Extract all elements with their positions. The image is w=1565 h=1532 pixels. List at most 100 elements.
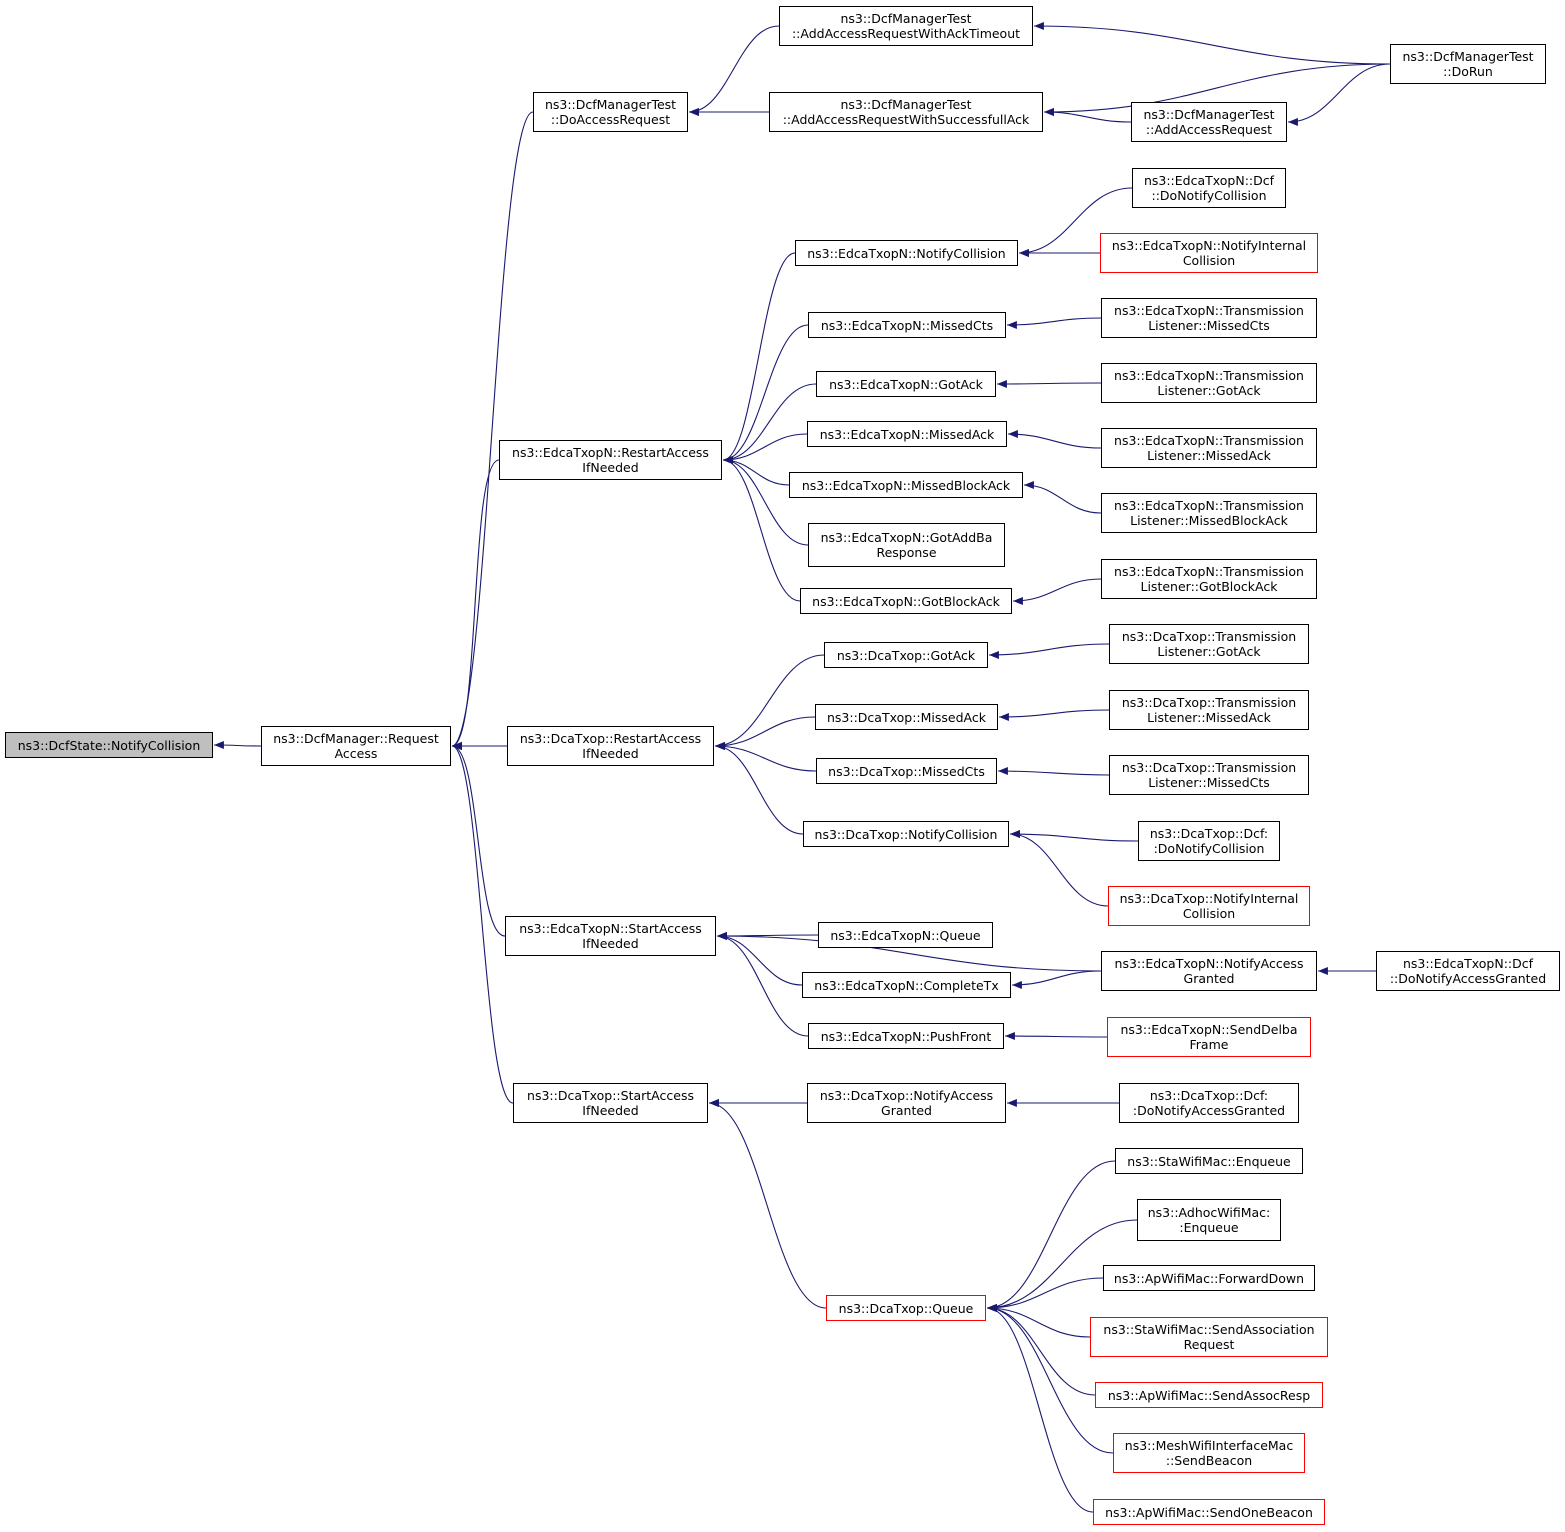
node-addack-timeout[interactable]: ns3::DcfManagerTest::AddAccessRequestWit…	[779, 6, 1033, 46]
node-label-line: ns3::EdcaTxopN::CompleteTx	[814, 977, 999, 993]
node-edca-notifycoll[interactable]: ns3::EdcaTxopN::NotifyCollision	[795, 240, 1018, 266]
node-label-line: ns3::EdcaTxopN::NotifyInternal	[1111, 238, 1307, 253]
edge-edca-tl-missedack-to-edca-missedack	[1007, 430, 1102, 449]
node-label-line: Access	[334, 746, 378, 761]
node-dca-dcf-donotifyaccessgranted[interactable]: ns3::DcaTxop::Dcf::DoNotifyAccessGranted	[1119, 1083, 1299, 1123]
node-label-line: Listener::MissedCts	[1148, 318, 1270, 333]
node-edca-gotblockack[interactable]: ns3::EdcaTxopN::GotBlockAck	[800, 588, 1012, 614]
node-edca-pushfront[interactable]: ns3::EdcaTxopN::PushFront	[808, 1023, 1004, 1049]
node-label-line: Listener::MissedBlockAck	[1130, 513, 1288, 528]
node-dca-notifycoll[interactable]: ns3::DcaTxop::NotifyCollision	[803, 821, 1009, 847]
edge-dca-notifyintcoll-to-dca-notifycoll	[1009, 830, 1109, 907]
edge-edca-gotaddba-to-edca-restart	[722, 456, 809, 546]
node-edca-missedcts[interactable]: ns3::EdcaTxopN::MissedCts	[808, 312, 1006, 338]
node-addaccessreq[interactable]: ns3::DcfManagerTest::AddAccessRequest	[1131, 102, 1287, 142]
edge-edca-tl-missedcts-to-edca-missedcts	[1006, 317, 1102, 329]
node-label-line: Frame	[1189, 1037, 1229, 1052]
edge-edca-missedack-to-edca-restart	[722, 433, 808, 464]
edge-dca-queue-to-dca-start	[708, 1099, 827, 1309]
node-dorun[interactable]: ns3::DcfManagerTest::DoRun	[1390, 44, 1546, 84]
node-label-line: ns3::DcaTxop::NotifyCollision	[814, 826, 998, 842]
node-label-line: ns3::DcaTxop::StartAccess	[527, 1088, 694, 1103]
edge-dca-tl-gotack-to-dca-gotack	[988, 643, 1110, 659]
node-label-line: Request	[1183, 1337, 1235, 1352]
node-label-line: ns3::DcaTxop::MissedCts	[828, 763, 985, 779]
node-label-line: Listener::MissedCts	[1148, 775, 1270, 790]
node-label-line: ns3::EdcaTxopN::Transmission	[1114, 368, 1304, 383]
edge-edca-dcf-donotifycoll-to-edca-notifycoll	[1018, 187, 1133, 257]
edge-edca-restart-to-reqaccess	[451, 459, 500, 750]
node-label-line: Listener::GotBlockAck	[1140, 579, 1278, 594]
node-label-line: ns3::EdcaTxopN::Queue	[830, 927, 981, 943]
edge-edca-notifycoll-to-edca-restart	[722, 252, 796, 464]
node-label-line: ::DoRun	[1443, 64, 1493, 79]
node-dca-missedcts[interactable]: ns3::DcaTxop::MissedCts	[816, 758, 997, 784]
node-label-line: ns3::MeshWifiInterfaceMac	[1124, 1438, 1294, 1453]
edge-edca-tl-gotack-to-edca-gotack	[996, 380, 1102, 388]
edge-dca-dcf-donotifycoll-to-dca-notifycoll	[1009, 830, 1139, 842]
node-doaccessreq[interactable]: ns3::DcfManagerTest::DoAccessRequest	[533, 92, 688, 132]
node-mesh-sendbeacon[interactable]: ns3::MeshWifiInterfaceMac::SendBeacon	[1113, 1433, 1305, 1473]
node-root[interactable]: ns3::DcfState::NotifyCollision	[5, 732, 213, 758]
node-label-line: ns3::DcaTxop::GotAck	[836, 647, 976, 663]
node-label-line: ::AddAccessRequestWithAckTimeout	[791, 26, 1021, 41]
node-label-line: Collision	[1182, 906, 1236, 921]
node-edca-completetx[interactable]: ns3::EdcaTxopN::CompleteTx	[802, 972, 1011, 998]
node-label-line: ::AddAccessRequest	[1145, 122, 1273, 137]
node-label-line: ns3::EdcaTxopN::RestartAccess	[512, 445, 709, 460]
node-edca-gotack[interactable]: ns3::EdcaTxopN::GotAck	[816, 371, 996, 397]
node-dca-gotack[interactable]: ns3::DcaTxop::GotAck	[824, 642, 988, 668]
node-label-line: ns3::DcaTxop::RestartAccess	[519, 731, 702, 746]
node-dca-dcf-donotifycoll[interactable]: ns3::DcaTxop::Dcf::DoNotifyCollision	[1138, 821, 1280, 861]
node-edca-missedack[interactable]: ns3::EdcaTxopN::MissedAck	[807, 421, 1007, 447]
node-dca-queue[interactable]: ns3::DcaTxop::Queue	[826, 1295, 986, 1321]
node-label-line: ::DoNotifyCollision	[1151, 188, 1267, 203]
edge-edca-pushfront-to-edca-start	[716, 932, 809, 1037]
node-label-line: Listener::GotAck	[1157, 644, 1261, 659]
node-label-line: ns3::EdcaTxopN::MissedBlockAck	[801, 477, 1011, 493]
node-label-line: :DoNotifyCollision	[1153, 841, 1265, 856]
node-ap-sendassocresp[interactable]: ns3::ApWifiMac::SendAssocResp	[1095, 1382, 1323, 1408]
edge-dorun-to-addack-timeout	[1033, 22, 1391, 65]
edge-dca-tl-missedack-to-dca-missedack	[998, 709, 1110, 721]
node-edca-missedblockack[interactable]: ns3::EdcaTxopN::MissedBlockAck	[789, 472, 1023, 498]
node-addack-success[interactable]: ns3::DcfManagerTest::AddAccessRequestWit…	[769, 92, 1043, 132]
edge-edca-notifyaccessgranted-to-edca-start	[716, 932, 1102, 972]
node-adhoc-enqueue[interactable]: ns3::AdhocWifiMac::Enqueue	[1137, 1199, 1281, 1241]
edge-edca-notifyaccessgranted-to-edca-completetx	[1011, 970, 1102, 989]
node-edca-queue[interactable]: ns3::EdcaTxopN::Queue	[818, 922, 993, 948]
node-edca-dcf-donotifycoll[interactable]: ns3::EdcaTxopN::Dcf::DoNotifyCollision	[1132, 168, 1286, 208]
node-ap-forwarddown[interactable]: ns3::ApWifiMac::ForwardDown	[1103, 1265, 1315, 1291]
edge-ap-sendassocresp-to-dca-queue	[986, 1304, 1096, 1396]
node-label-line: ::DoNotifyAccessGranted	[1389, 971, 1547, 986]
edge-sta-sendassocreq-to-dca-queue	[986, 1304, 1091, 1338]
node-ap-sendonebeacon[interactable]: ns3::ApWifiMac::SendOneBeacon	[1093, 1499, 1325, 1525]
node-label-line: ns3::StaWifiMac::Enqueue	[1127, 1153, 1291, 1169]
node-sta-enqueue[interactable]: ns3::StaWifiMac::Enqueue	[1115, 1148, 1303, 1174]
node-label-line: ns3::DcfManagerTest	[840, 97, 972, 112]
node-edca-dcf-donotifyaccessgranted[interactable]: ns3::EdcaTxopN::Dcf::DoNotifyAccessGrant…	[1376, 951, 1560, 991]
node-dca-missedack[interactable]: ns3::DcaTxop::MissedAck	[815, 704, 998, 730]
